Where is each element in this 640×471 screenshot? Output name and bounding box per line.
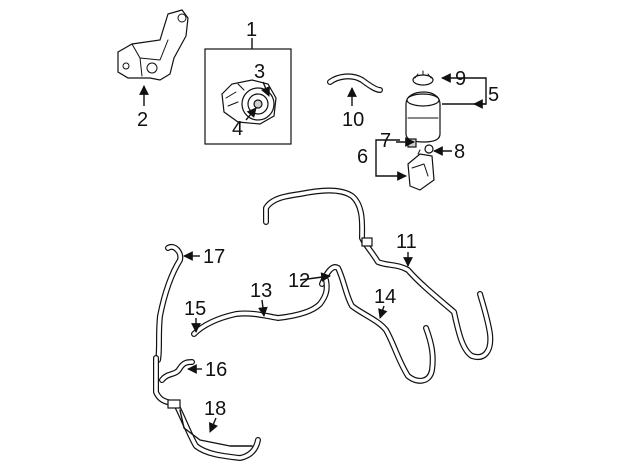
callout-labels: 1 2 3 4 5 6 7 8 9 10 11 12 13 14 15 16 1…	[137, 19, 499, 420]
callout-12: 12	[288, 270, 310, 292]
callout-11: 11	[396, 231, 417, 253]
return-line-13	[191, 277, 330, 337]
reservoir-cap	[412, 70, 434, 86]
callout-15: 15	[184, 298, 206, 320]
callout-3: 3	[254, 61, 265, 83]
callout-7: 7	[380, 130, 391, 152]
callout-16: 16	[205, 359, 227, 381]
callout-10: 10	[342, 109, 364, 131]
reservoir-bracket	[407, 149, 435, 191]
fluid-reservoir	[405, 91, 441, 143]
callout-9: 9	[455, 68, 466, 90]
pump-bracket	[117, 9, 189, 81]
callout-1: 1	[246, 19, 257, 41]
hose-10	[327, 73, 383, 93]
o-ring-8	[424, 144, 434, 154]
callout-5: 5	[488, 84, 499, 106]
hose-17	[155, 244, 184, 363]
callout-17: 17	[203, 246, 225, 268]
pressure-line-11	[263, 187, 494, 360]
bracket-clip-7	[407, 138, 417, 148]
cooler-18	[153, 355, 261, 461]
callout-2: 2	[137, 109, 148, 131]
callout-18: 18	[204, 398, 226, 420]
callout-6: 6	[357, 146, 368, 168]
leader-lines	[139, 38, 487, 433]
callout-8: 8	[454, 141, 465, 163]
hose-16	[159, 359, 195, 383]
callout-13: 13	[250, 280, 272, 302]
return-line-12-14	[319, 264, 436, 384]
callout-4: 4	[232, 118, 243, 140]
callout-14: 14	[374, 286, 396, 308]
